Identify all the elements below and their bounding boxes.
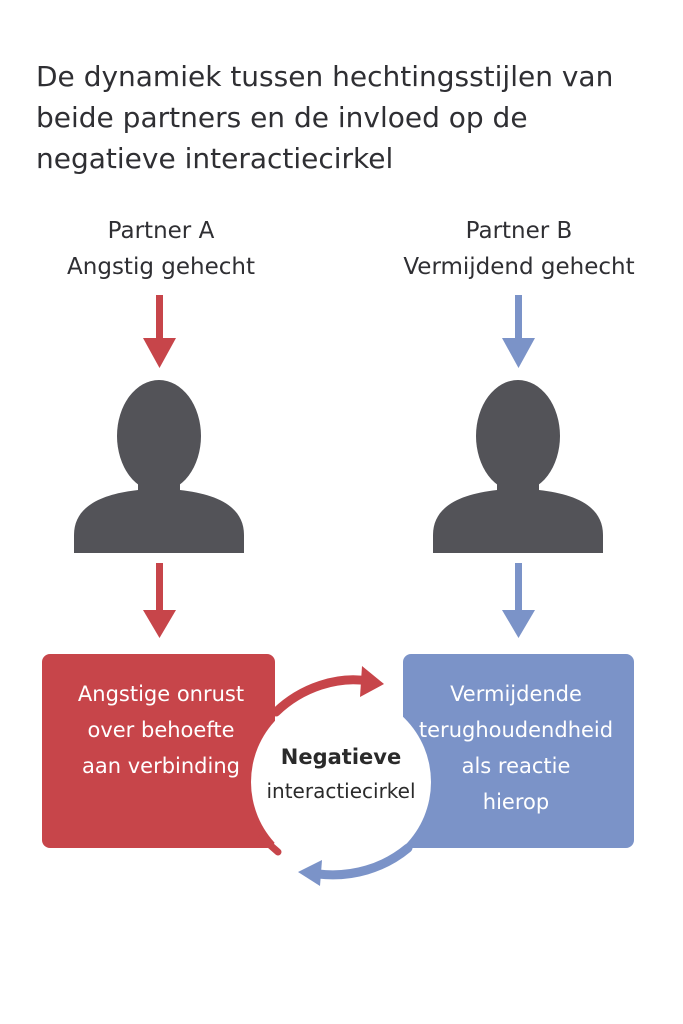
partner-a-box bbox=[42, 654, 275, 848]
cycle-arrow-red-icon bbox=[258, 666, 384, 856]
partner-a-style: Angstig gehecht bbox=[67, 254, 255, 280]
center-label: Negatieve interactiecirkel bbox=[246, 740, 436, 808]
partner-a-person-silhouette-icon bbox=[74, 380, 244, 553]
partner-b-name: Partner B bbox=[465, 218, 573, 244]
partner-a-box-text: Angstige onrust over behoefte aan verbin… bbox=[77, 682, 245, 778]
partner-b-arrow-down-icon bbox=[502, 295, 535, 368]
partner-b-person-silhouette-icon bbox=[433, 380, 603, 553]
cycle-arrow-blue-icon bbox=[298, 843, 413, 886]
partner-b-box bbox=[403, 654, 634, 848]
diagram-title: De dynamiek tussen hechtingsstijlen van … bbox=[36, 60, 614, 175]
partner-a-name: Partner A bbox=[107, 218, 215, 244]
partner-b-style: Vermijdend gehecht bbox=[403, 254, 635, 280]
center-circle bbox=[251, 692, 431, 872]
partner-a-lower-arrow-down-icon bbox=[143, 563, 176, 638]
partner-b-label: Partner B Vermijdend gehecht bbox=[369, 213, 669, 285]
partner-a-label: Partner A Angstig gehecht bbox=[11, 213, 311, 285]
center-label-line2: interactiecirkel bbox=[266, 779, 416, 803]
partner-b-lower-arrow-down-icon bbox=[502, 563, 535, 638]
center-label-line1: Negatieve bbox=[280, 745, 402, 769]
partner-b-box-text: Vermijdende terughoudendheid als reactie… bbox=[418, 682, 614, 814]
partner-a-arrow-down-icon bbox=[143, 295, 176, 368]
